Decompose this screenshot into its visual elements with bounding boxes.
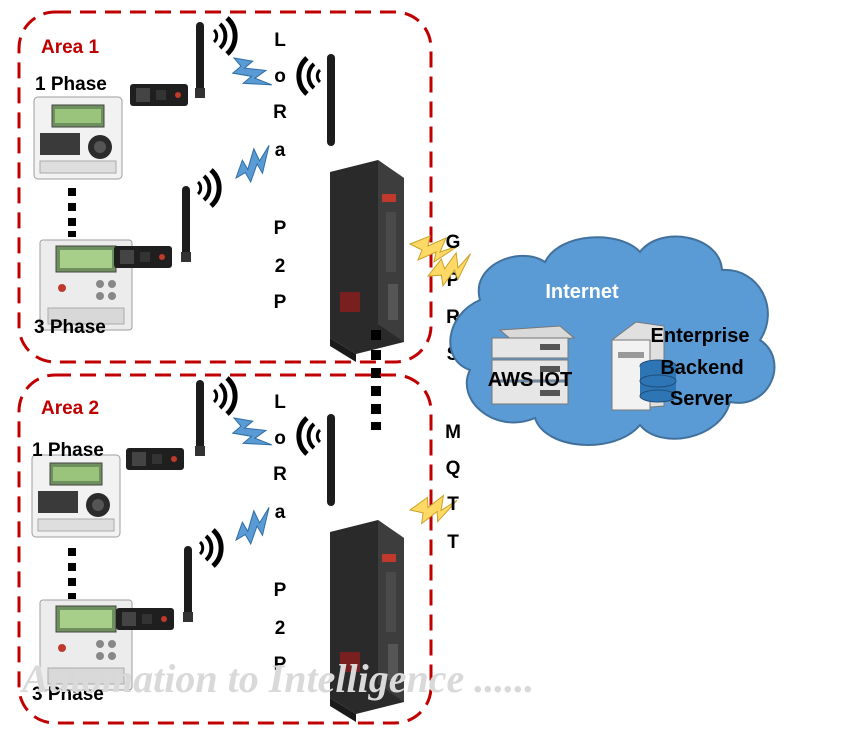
area-1-lora-p2p-label: L o R a P 2 P: [273, 30, 287, 313]
ellipsis-dots: [68, 188, 76, 237]
database-server-icon: [611, 321, 677, 411]
area-2-bottom-meter-label: 3 Phase: [32, 684, 104, 705]
mqtt-label: M Q T T: [445, 422, 461, 553]
svg-text:T: T: [447, 494, 459, 515]
ellipsis-dots: [68, 548, 76, 599]
area-1-boundary: [17, 10, 433, 364]
area-1-top-meter-label: 1 Phase: [35, 74, 107, 95]
wireless-signal-icon: [214, 18, 235, 54]
antenna-icon: [183, 546, 193, 622]
wireless-signal-icon: [198, 170, 219, 206]
svg-text:P: P: [274, 580, 287, 601]
wireless-signal-icon: [200, 530, 221, 566]
lightning-icon: [225, 412, 278, 456]
area-2-top-meter-label: 1 Phase: [32, 440, 104, 461]
svg-text:a: a: [275, 502, 286, 523]
svg-text:L: L: [274, 392, 286, 413]
aws-iot-label: AWS IOT: [488, 369, 572, 391]
svg-text:o: o: [274, 66, 286, 87]
lora-board-icon: [114, 246, 172, 268]
enterprise-backend-server-label: Enterprise Backend Server: [651, 325, 750, 410]
svg-text:Enterprise: Enterprise: [651, 325, 750, 347]
lora-board-icon: [130, 84, 188, 106]
svg-text:P: P: [274, 292, 287, 313]
lightning-icon: [230, 499, 280, 552]
svg-text:2: 2: [275, 618, 286, 639]
lora-board-icon: [126, 448, 184, 470]
svg-text:G: G: [446, 232, 461, 253]
svg-text:M: M: [445, 422, 461, 443]
area-1-label: Area 1: [41, 37, 100, 58]
svg-text:P: P: [274, 218, 287, 239]
lightning-icon: [230, 137, 280, 190]
antenna-icon: [195, 22, 205, 98]
svg-text:P: P: [274, 654, 287, 675]
area-2-boundary: [17, 373, 433, 725]
svg-text:R: R: [273, 464, 287, 485]
svg-text:o: o: [274, 428, 286, 449]
svg-text:L: L: [274, 30, 286, 51]
antenna-icon: [195, 380, 205, 456]
area-2-label: Area 2: [41, 398, 99, 419]
watermark-text: Automation to Intelligence ......: [19, 656, 534, 701]
lora-board-icon: [116, 608, 174, 630]
ellipsis-dots: [371, 330, 381, 430]
svg-text:a: a: [275, 140, 286, 161]
svg-text:R: R: [273, 102, 287, 123]
svg-text:Q: Q: [446, 458, 461, 479]
wireless-signal-icon: [214, 378, 235, 414]
antenna-icon: [181, 186, 191, 262]
wireless-signal-icon: [299, 58, 320, 94]
single-phase-meter-icon: [31, 454, 121, 538]
svg-text:Server: Server: [670, 388, 732, 410]
svg-text:Backend: Backend: [660, 357, 743, 379]
lightning-icon: [225, 52, 278, 96]
internet-label: Internet: [545, 281, 619, 303]
single-phase-meter-icon: [33, 96, 123, 180]
svg-text:T: T: [447, 532, 459, 553]
wireless-signal-icon: [299, 418, 320, 454]
svg-text:2: 2: [275, 256, 286, 277]
aws-server-icon: [491, 325, 576, 405]
area-2-lora-p2p-label: L o R a P 2 P: [273, 392, 287, 675]
gateway-router-icon: [327, 54, 404, 362]
area-1-bottom-meter-label: 3 Phase: [34, 317, 106, 338]
